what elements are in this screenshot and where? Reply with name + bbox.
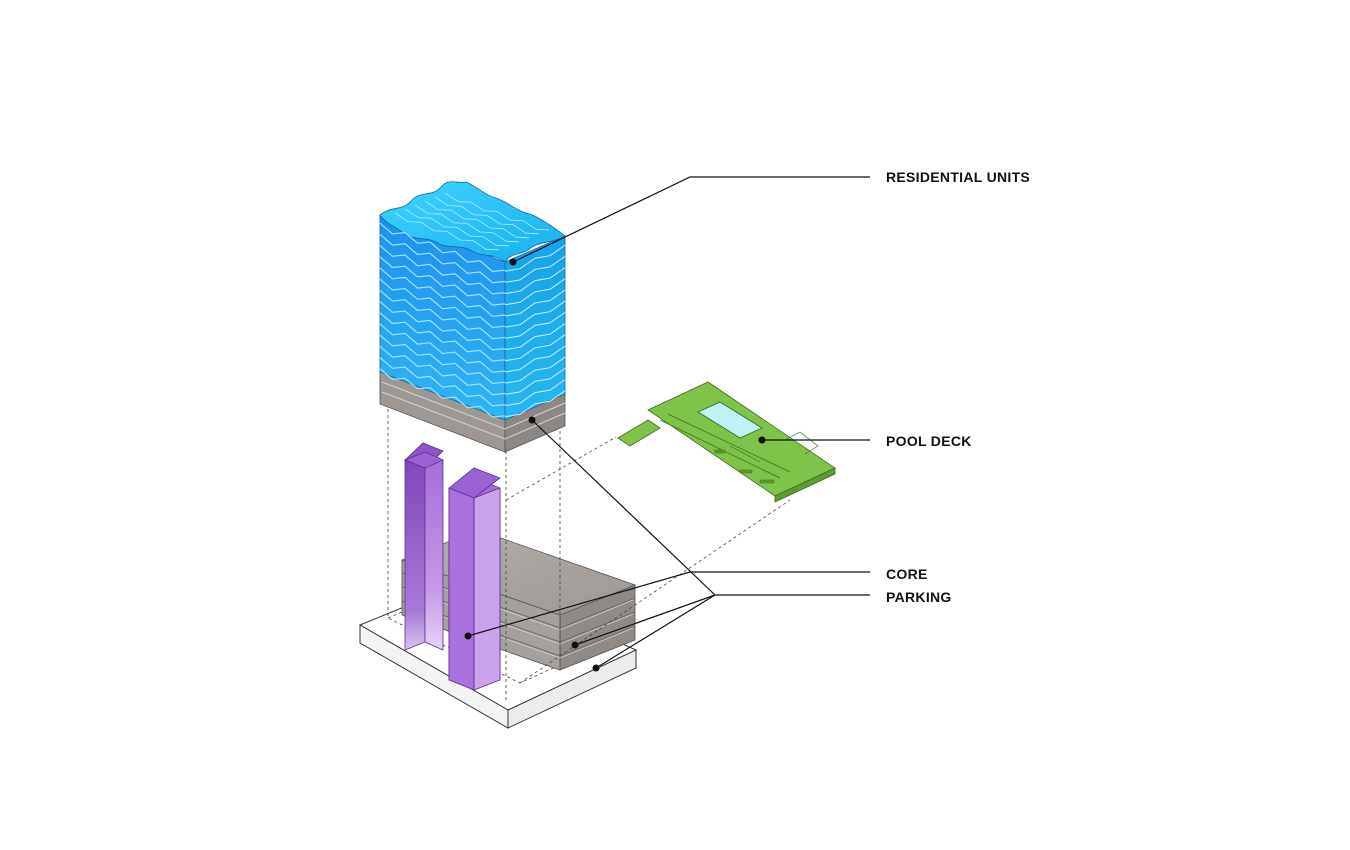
projection-lines [387, 385, 791, 700]
core-shaft-left [403, 442, 444, 651]
floor-line-right [504, 356, 566, 384]
floor-line-right [504, 255, 566, 283]
residential-floor-lines-right [504, 244, 566, 418]
core-shaft-right [448, 467, 501, 691]
floor-line [379, 368, 506, 418]
floor-line [379, 289, 506, 340]
floor-line [379, 323, 506, 373]
floor-line [379, 357, 506, 407]
floor-line [379, 256, 506, 306]
roof-wave [404, 208, 510, 247]
leader-dots [464, 258, 766, 672]
residential-tower [379, 181, 566, 453]
pool-deck [617, 381, 836, 503]
floor-line [379, 278, 506, 329]
residential-floor-lines [379, 222, 506, 418]
floor-line-right [504, 311, 566, 339]
floor-line-right [504, 289, 566, 317]
label-parking: PARKING [886, 589, 952, 605]
floor-line [379, 245, 506, 295]
roof-wave [434, 196, 540, 235]
label-pool-deck: POOL DECK [886, 433, 972, 449]
roof-wave [424, 200, 530, 239]
floor-line-right [504, 345, 566, 373]
floor-line [379, 222, 506, 273]
floor-line-right [504, 390, 566, 418]
floor-line-right [504, 300, 566, 328]
floor-line-right [504, 267, 566, 295]
floor-line-right [504, 367, 566, 395]
floor-line-right [504, 379, 566, 407]
floor-line [379, 345, 506, 396]
floor-line-right [504, 244, 566, 272]
floor-line [379, 233, 506, 284]
floor-line-right [504, 278, 566, 306]
roof-wave [394, 212, 500, 251]
roof-wave-texture [394, 192, 550, 251]
floor-line [379, 301, 506, 351]
floor-line [379, 312, 506, 362]
floor-line [379, 334, 506, 385]
roof-wave [444, 192, 550, 231]
leader-lines [467, 176, 870, 669]
label-residential-units: RESIDENTIAL UNITS [886, 169, 1030, 185]
label-core: CORE [886, 566, 928, 582]
floor-line [379, 267, 506, 317]
floor-line-right [504, 323, 566, 351]
roof-wave [414, 204, 520, 243]
floor-line-right [504, 334, 566, 362]
